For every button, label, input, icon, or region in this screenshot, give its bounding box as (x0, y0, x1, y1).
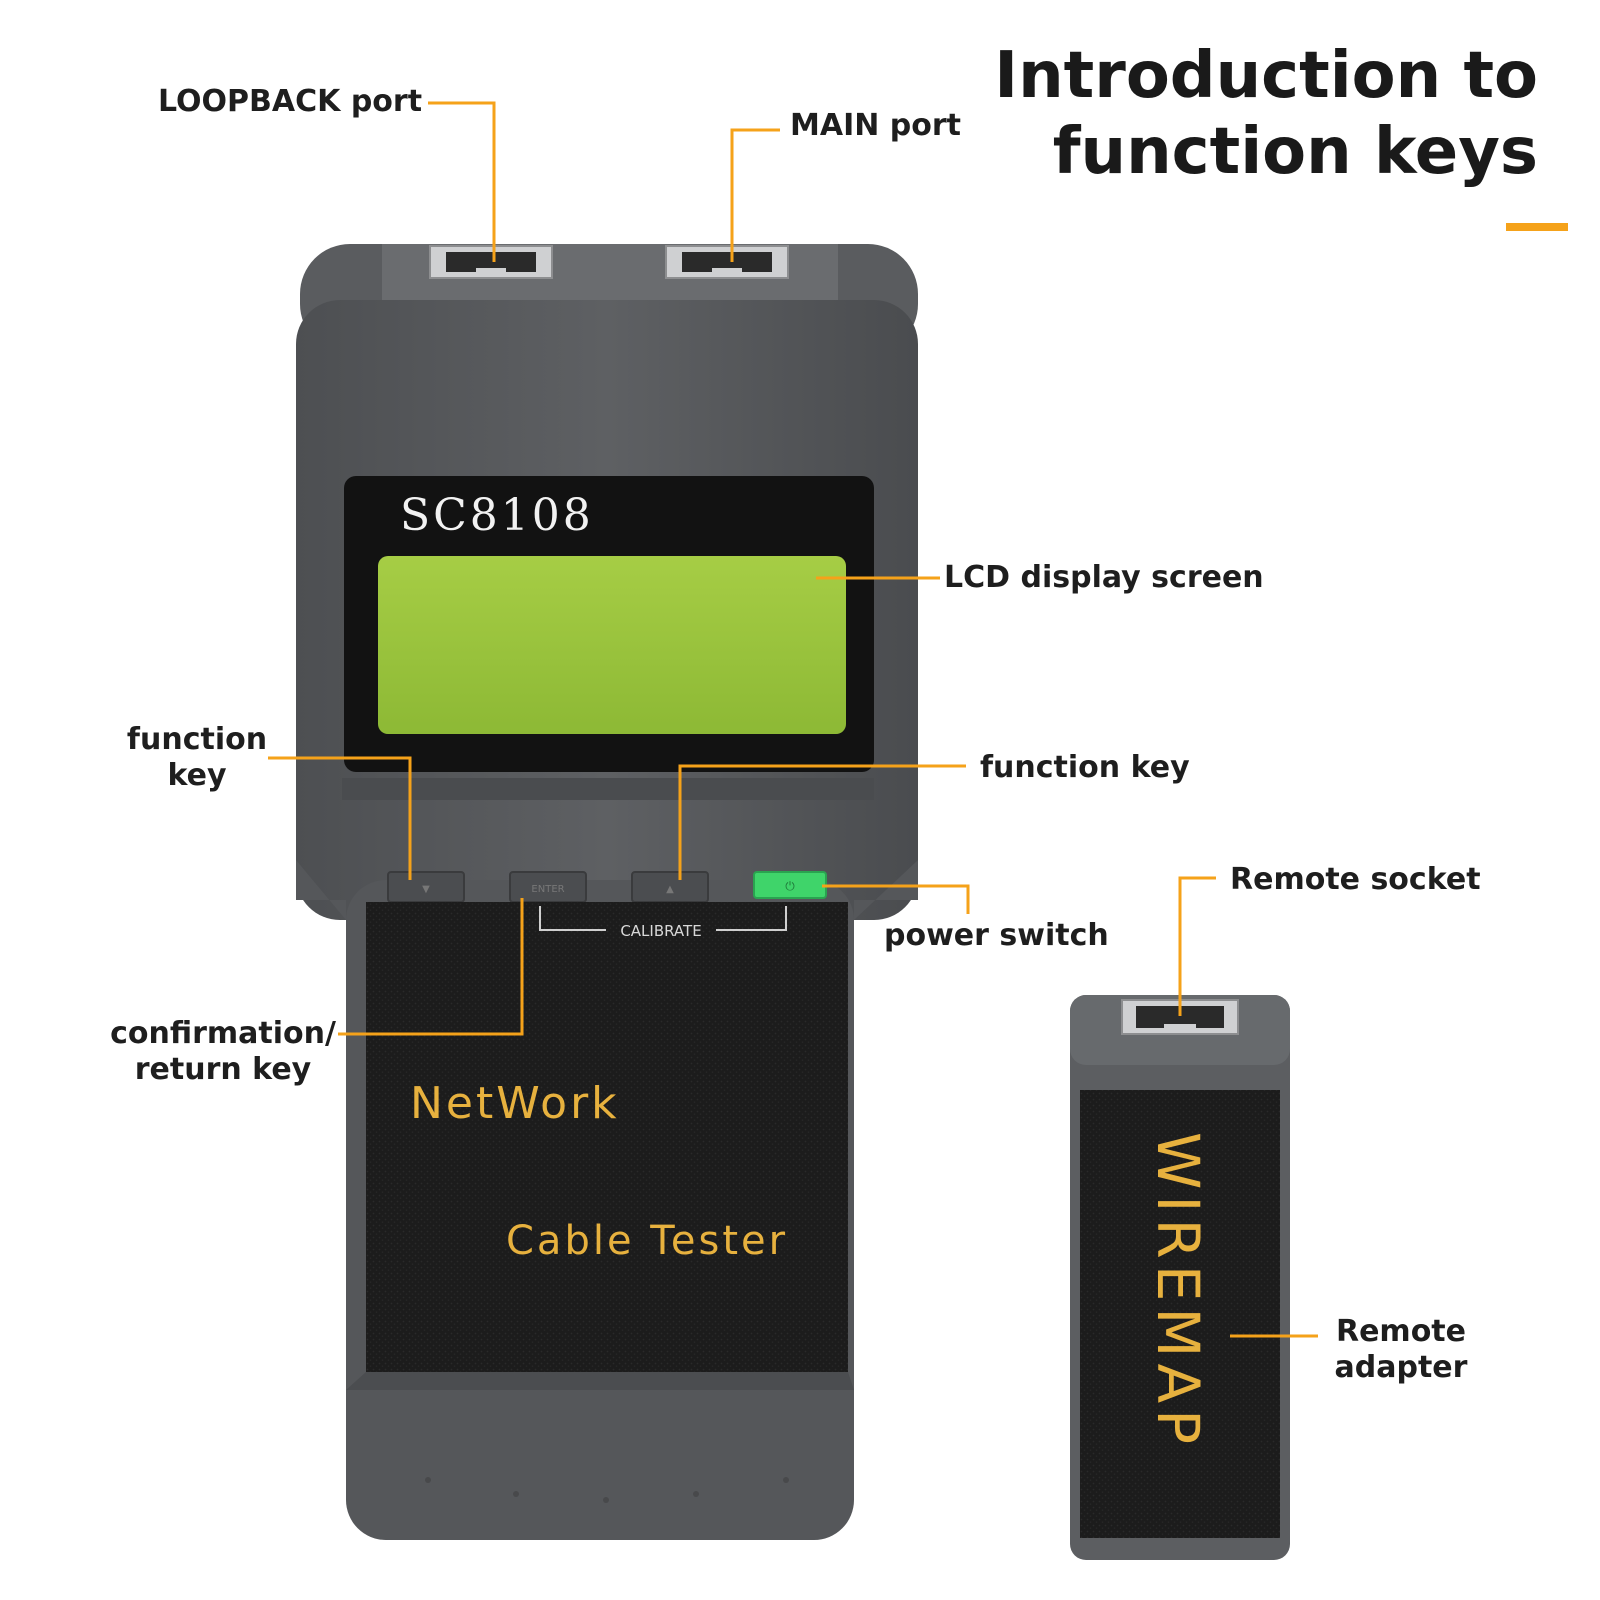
leader-function-left (268, 756, 412, 880)
key-enter-glyph: ENTER (531, 884, 564, 895)
title-line-1: Introduction to (994, 39, 1538, 113)
label-function-key-right: function key (980, 750, 1190, 785)
tester-shoulder-right (854, 860, 918, 920)
calibrate-label: CALIBRATE (620, 922, 701, 940)
leader-confirmation (338, 898, 524, 1036)
label-confirmation-line1: confirmation/ (110, 1016, 336, 1051)
main-port-graphic (665, 245, 789, 279)
title-accent-bar (1506, 223, 1568, 231)
bottom-cap (346, 1372, 854, 1503)
title-line-2: function keys (1052, 115, 1538, 189)
label-main-port: MAIN port (790, 108, 962, 143)
model-number: SC8108 (400, 490, 594, 541)
key-up-glyph: ▲ (666, 884, 674, 895)
brand-cable-tester: Cable Tester (506, 1218, 788, 1264)
leader-remote-socket (1178, 876, 1216, 1016)
remote-felt-panel (1080, 1090, 1280, 1538)
label-confirmation-key: confirmation/ return key (108, 1016, 338, 1088)
label-remote-adapter-line2: adapter (1334, 1350, 1468, 1385)
label-function-key-left: function key (126, 722, 268, 794)
key-down-glyph: ▼ (422, 884, 430, 895)
leader-main (730, 128, 780, 262)
label-remote-socket: Remote socket (1230, 862, 1481, 897)
callout-lines (268, 101, 1318, 1338)
brand-network: NetWork (410, 1078, 620, 1129)
label-function-key-left-line2: key (167, 758, 227, 793)
key-enter[interactable]: ENTER (509, 871, 587, 903)
remote-adapter: WIREMAP (1070, 995, 1290, 1560)
label-function-key-left-line1: function (126, 722, 268, 757)
key-power[interactable]: ⏻ (753, 871, 827, 899)
tester-shoulder (296, 860, 346, 920)
power-icon: ⏻ (785, 879, 795, 893)
label-confirmation-line2: return key (134, 1052, 312, 1087)
calibrate-bracket (539, 906, 787, 931)
loopback-port-graphic (429, 245, 553, 279)
felt-panel (366, 902, 848, 1372)
leader-loopback (428, 101, 496, 262)
label-remote-adapter: Remote adapter (1326, 1314, 1476, 1386)
page-title: Introduction to function keys (994, 38, 1538, 190)
label-remote-adapter-line1: Remote (1335, 1314, 1466, 1349)
lcd-display (378, 556, 846, 734)
key-shelf (342, 778, 874, 800)
key-up[interactable]: ▲ (631, 871, 709, 903)
leader-function-right (678, 764, 966, 880)
leader-power (822, 884, 970, 914)
label-power-switch: power switch (884, 918, 1109, 953)
wiremap-label: WIREMAP (1144, 1132, 1212, 1450)
key-down[interactable]: ▼ (387, 871, 465, 903)
label-loopback-port: LOOPBACK port (158, 84, 423, 119)
label-lcd-display: LCD display screen (944, 560, 1264, 595)
